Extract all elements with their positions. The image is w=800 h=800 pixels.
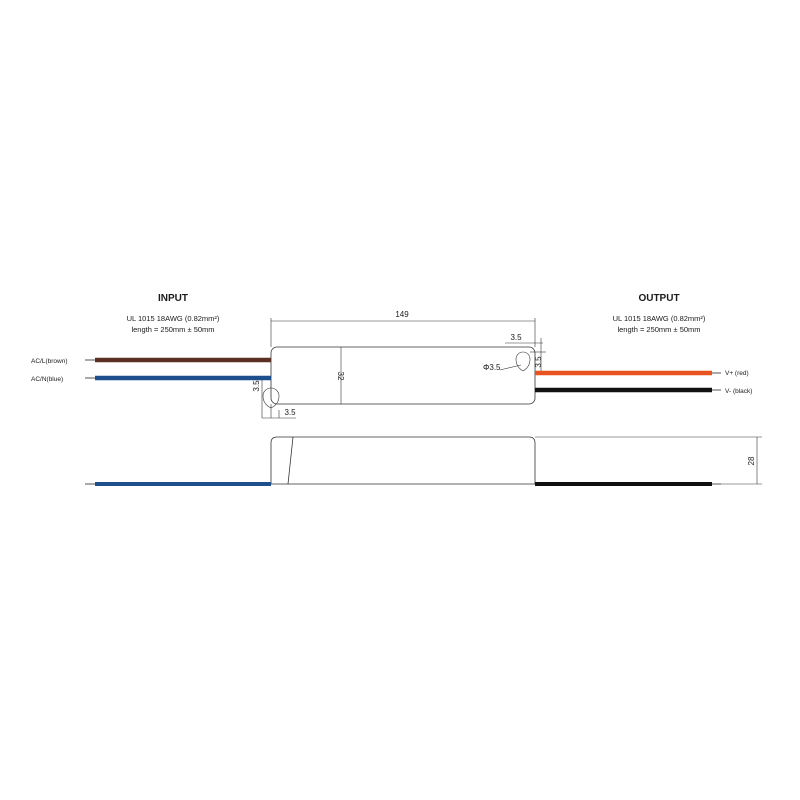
height-dimension-label: 28	[747, 456, 756, 465]
hole-offset-left-h-label: 3.5	[284, 408, 296, 417]
output-header: OUTPUT	[638, 293, 679, 304]
hole-offset-left-v-label: 3.5	[252, 380, 261, 392]
mounting-hole-right	[499, 338, 546, 372]
height-dimension	[535, 436, 762, 485]
side-view-body	[270, 436, 536, 485]
width-dimension-label: 32	[336, 372, 345, 381]
output-spec-line2: length = 250mm ± 50mm	[617, 325, 700, 334]
output-wire-bottom-label: V- (black)	[725, 388, 752, 395]
input-wire-top-label: AC/L(brown)	[31, 358, 67, 365]
hole-offset-top-h-label: 3.5	[510, 333, 522, 342]
input-header: INPUT	[158, 293, 188, 304]
hole-diameter-label: Φ3.5	[483, 363, 501, 372]
top-view-body	[270, 346, 536, 405]
hole-offset-top-v-label: 3.5	[534, 356, 543, 368]
output-wire-top-label: V+ (red)	[725, 370, 749, 377]
side-view-slant	[287, 436, 294, 485]
output-spec-line1: UL 1015 18AWG (0.82mm²)	[613, 314, 706, 323]
mounting-hole-left	[261, 380, 296, 419]
input-spec-line1: UL 1015 18AWG (0.82mm²)	[127, 314, 220, 323]
input-spec-line2: length = 250mm ± 50mm	[131, 325, 214, 334]
input-wire-bottom-label: AC/N(blue)	[31, 376, 63, 383]
length-dimension-label: 149	[395, 310, 409, 319]
length-dimension	[270, 318, 536, 347]
